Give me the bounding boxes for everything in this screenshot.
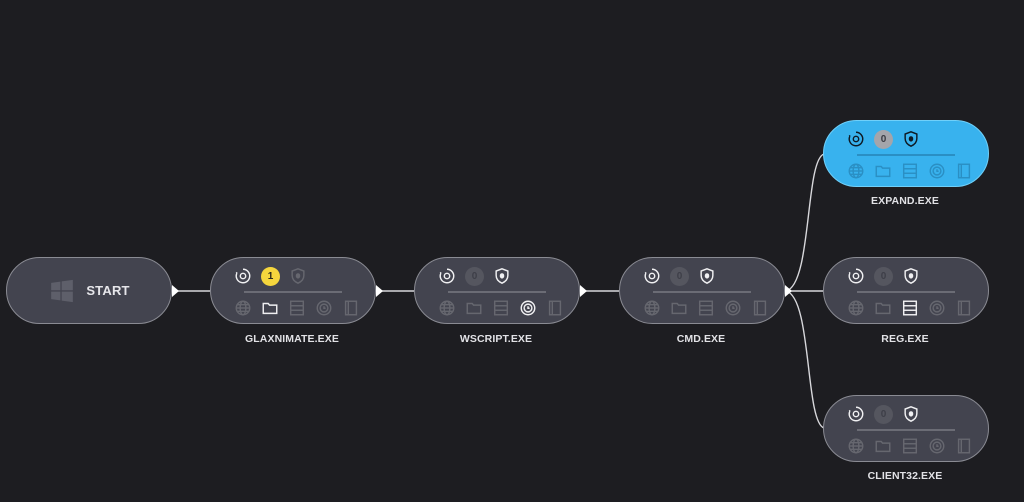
clock-process-icon[interactable] [723, 298, 743, 318]
alert-count-badge[interactable]: 0 [874, 404, 893, 424]
node-activity-row [437, 298, 565, 318]
folder-icon[interactable] [873, 161, 893, 181]
registry-icon[interactable] [900, 436, 920, 456]
folder-icon[interactable] [260, 298, 280, 318]
network-globe-icon[interactable] [437, 298, 457, 318]
node-status-row: 0 [846, 129, 921, 149]
registry-icon[interactable] [491, 298, 511, 318]
clock-process-icon[interactable] [518, 298, 538, 318]
network-globe-icon[interactable] [846, 436, 866, 456]
alert-count-badge[interactable]: 0 [465, 266, 484, 286]
node-activity-row [846, 161, 974, 181]
process-icon [437, 266, 457, 286]
windows-logo-icon [48, 277, 76, 305]
process-icon [846, 404, 866, 424]
process-label-glaxnimate: GLAXNIMATE.EXE [245, 333, 339, 345]
shield-icon[interactable] [492, 266, 512, 286]
process-icon [642, 266, 662, 286]
network-globe-icon[interactable] [233, 298, 253, 318]
process-label-reg: REG.EXE [881, 333, 929, 345]
process-node-cmd[interactable]: 0 [619, 257, 785, 324]
module-book-icon[interactable] [750, 298, 770, 318]
shield-icon[interactable] [288, 266, 308, 286]
network-globe-icon[interactable] [846, 161, 866, 181]
process-node-client32[interactable]: 0 [823, 395, 989, 462]
process-label-cmd: CMD.EXE [676, 333, 726, 345]
shield-icon[interactable] [901, 404, 921, 424]
process-node-reg[interactable]: 0 [823, 257, 989, 324]
node-divider [244, 291, 342, 293]
module-book-icon[interactable] [954, 436, 974, 456]
node-status-row: 1 [233, 266, 308, 286]
node-activity-row [846, 298, 974, 318]
alert-count-badge[interactable]: 0 [874, 266, 893, 286]
alert-count-badge[interactable]: 1 [261, 266, 280, 286]
node-status-row: 0 [642, 266, 717, 286]
registry-icon[interactable] [287, 298, 307, 318]
alert-count-badge[interactable]: 0 [874, 129, 893, 149]
process-node-expand[interactable]: 0 [823, 120, 989, 187]
node-divider [448, 291, 546, 293]
alert-count-badge[interactable]: 0 [670, 266, 689, 286]
registry-icon[interactable] [900, 161, 920, 181]
start-node[interactable]: START [6, 257, 172, 324]
network-globe-icon[interactable] [846, 298, 866, 318]
folder-icon[interactable] [873, 436, 893, 456]
node-divider [857, 429, 955, 431]
folder-icon[interactable] [873, 298, 893, 318]
node-divider [653, 291, 751, 293]
node-activity-row [642, 298, 770, 318]
process-label-expand: EXPAND.EXE [871, 195, 939, 207]
node-activity-row [846, 436, 974, 456]
clock-process-icon[interactable] [927, 298, 947, 318]
folder-icon[interactable] [669, 298, 689, 318]
module-book-icon[interactable] [954, 161, 974, 181]
registry-icon[interactable] [696, 298, 716, 318]
registry-icon[interactable] [900, 298, 920, 318]
shield-icon[interactable] [901, 266, 921, 286]
node-status-row: 0 [437, 266, 512, 286]
process-icon [846, 266, 866, 286]
process-label-wscript: WSCRIPT.EXE [459, 333, 533, 345]
process-node-wscript[interactable]: 0 [414, 257, 580, 324]
module-book-icon[interactable] [545, 298, 565, 318]
process-node-glaxnimate[interactable]: 1 [210, 257, 376, 324]
process-label-client32: CLIENT32.EXE [867, 470, 943, 482]
node-status-row: 0 [846, 404, 921, 424]
process-icon [233, 266, 253, 286]
node-divider [857, 154, 955, 156]
start-label: START [86, 283, 130, 298]
clock-process-icon[interactable] [927, 436, 947, 456]
module-book-icon[interactable] [954, 298, 974, 318]
module-book-icon[interactable] [341, 298, 361, 318]
clock-process-icon[interactable] [314, 298, 334, 318]
network-globe-icon[interactable] [642, 298, 662, 318]
folder-icon[interactable] [464, 298, 484, 318]
node-divider [857, 291, 955, 293]
node-status-row: 0 [846, 266, 921, 286]
shield-icon[interactable] [901, 129, 921, 149]
shield-icon[interactable] [697, 266, 717, 286]
clock-process-icon[interactable] [927, 161, 947, 181]
node-activity-row [233, 298, 361, 318]
process-icon [846, 129, 866, 149]
